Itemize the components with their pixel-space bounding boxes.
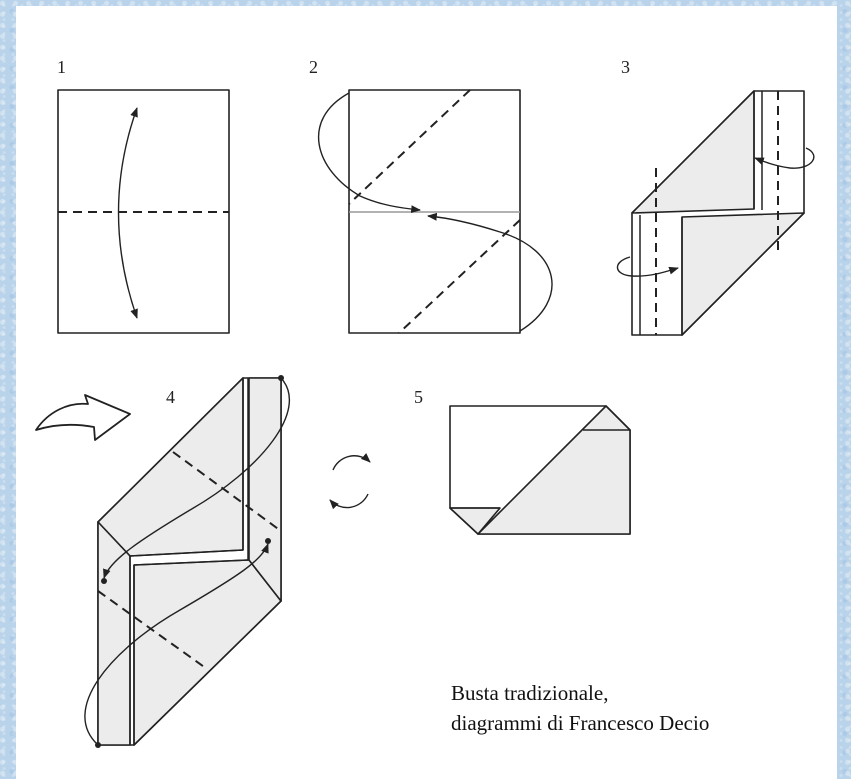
step-4-inner-edge-d bbox=[133, 559, 249, 566]
step-3-left-fold-arrow bbox=[616, 256, 679, 277]
step-2-upper-fold-line bbox=[348, 89, 471, 205]
turn-over-arrow bbox=[35, 394, 131, 441]
step-4-inner-edge-c bbox=[129, 549, 244, 557]
step-3-right-fold-arrow bbox=[754, 147, 815, 169]
caption-title: Busta tradizionale, bbox=[451, 681, 609, 705]
step-4-lower-fold-arrow bbox=[84, 543, 269, 746]
rotate-icon bbox=[329, 453, 371, 510]
step-4-left-strip bbox=[97, 521, 131, 746]
step-4-upper-fold-arrow bbox=[103, 377, 291, 579]
step-4-reference-point bbox=[95, 742, 101, 748]
step-1-paper bbox=[57, 89, 230, 334]
rotate-arc-top bbox=[332, 453, 371, 471]
step-4: 4 bbox=[84, 375, 291, 748]
caption-credit: diagrammi di Francesco Decio bbox=[451, 711, 710, 735]
step-2-lower-fold-arrow bbox=[427, 212, 553, 332]
step-2-upper-fold-arrow bbox=[318, 92, 421, 214]
step-3-upper-flap bbox=[631, 90, 755, 214]
rotate-arc-bottom bbox=[329, 493, 369, 510]
step-2: 2 bbox=[309, 57, 553, 334]
step-4-reference-point bbox=[278, 375, 284, 381]
step-4-lower-flap bbox=[133, 559, 282, 746]
step-4-right-strip bbox=[248, 377, 282, 602]
step-4-reference-point bbox=[101, 578, 107, 584]
step-4-upper-fold-line bbox=[172, 451, 282, 532]
step-2-lower-fold-line bbox=[398, 219, 521, 334]
step-4-reference-point bbox=[265, 538, 271, 544]
hollow-arrow-icon bbox=[35, 394, 131, 441]
step-1-number: 1 bbox=[57, 57, 66, 77]
step-1-fold-unfold-arrow bbox=[117, 107, 138, 319]
step-3-number: 3 bbox=[621, 57, 630, 77]
step-5: 5 bbox=[414, 387, 631, 535]
step-5-number: 5 bbox=[414, 387, 423, 407]
step-3-lower-flap bbox=[681, 212, 805, 336]
step-4-lower-fold-line bbox=[97, 590, 208, 670]
step-3: 3 bbox=[616, 57, 815, 336]
step-2-number: 2 bbox=[309, 57, 318, 77]
step-4-number: 4 bbox=[166, 387, 175, 407]
step-1: 1 bbox=[57, 57, 230, 334]
